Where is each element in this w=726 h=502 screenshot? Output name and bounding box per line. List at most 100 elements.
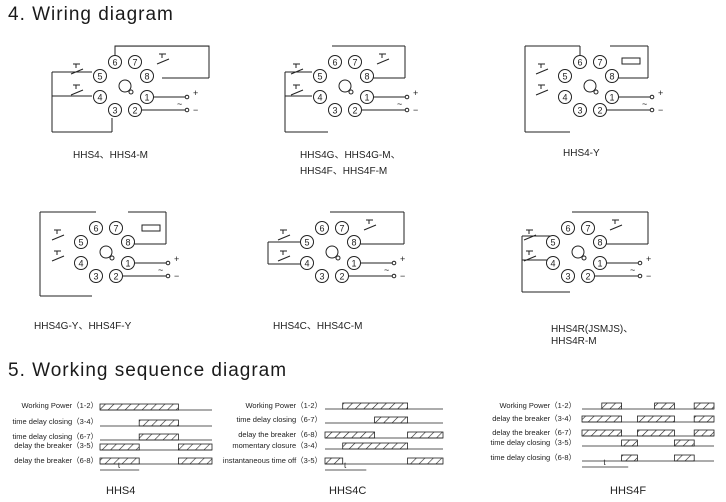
caption-hhs4r-line2: HHS4R-M: [551, 336, 597, 347]
supply-minus-symbol: −: [646, 271, 651, 281]
terminal-8-diagram-4: [121, 235, 135, 249]
terminal-3-diagram-1: [108, 103, 122, 117]
terminal-3-label: 3: [319, 272, 324, 282]
contact-4-icon-5: [277, 255, 291, 262]
relay-core-icon: [118, 79, 132, 93]
seq-3-row-4-bar: [621, 439, 638, 447]
seq-3-row-1-bar: [693, 402, 715, 410]
terminal-5-diagram-1: [93, 69, 107, 83]
supply-terminal-plus: [637, 260, 643, 266]
caption-hhs4g-line1: HHS4G、HHS4G-M、: [300, 150, 401, 161]
supply-terminal-minus: [165, 273, 171, 279]
seq-3-row-3-bar: [637, 429, 675, 437]
terminal-6-diagram-5: [315, 221, 329, 235]
terminal-1-label: 1: [609, 93, 614, 103]
terminal-7-diagram-1: [128, 55, 142, 69]
seq-2-row-4-bar: [342, 442, 409, 450]
relay-knob-icon: [581, 255, 587, 261]
terminal-2-label: 2: [585, 272, 590, 282]
contact-4-icon-3: [535, 89, 549, 96]
terminal-4-diagram-6: [546, 256, 560, 270]
terminal-8-label: 8: [609, 72, 614, 82]
terminal-5-label: 5: [550, 238, 555, 248]
supply-ac-symbol: ~: [177, 99, 182, 109]
terminal-4-diagram-4: [74, 256, 88, 270]
wiring-diagram-hhs4: [51, 45, 210, 133]
relay-core-icon: [325, 245, 339, 259]
caption-hhs4-y: HHS4-Y: [563, 148, 600, 159]
seq-3-row-3-bar: [693, 429, 715, 437]
terminal-3-diagram-6: [561, 269, 575, 283]
relay-knob-icon: [109, 255, 115, 261]
terminal-5-label: 5: [97, 72, 102, 82]
terminal-3-label: 3: [565, 272, 570, 282]
terminal-8-label: 8: [125, 238, 130, 248]
supply-plus-symbol: +: [646, 254, 651, 264]
terminal-4-label: 4: [97, 93, 102, 103]
terminal-2-label: 2: [597, 106, 602, 116]
terminal-2-label: 2: [132, 106, 137, 116]
caption-hhs4g-line2: HHS4F、HHS4F-M: [300, 166, 388, 177]
supply-minus-symbol: −: [174, 271, 179, 281]
terminal-4-label: 4: [304, 259, 309, 269]
seq-hhs4-row-5: delay the breaker（6-8）: [14, 456, 98, 465]
terminal-3-label: 3: [93, 272, 98, 282]
seq-1-row-1-bar: [99, 403, 179, 411]
supply-terminal-minus: [649, 107, 655, 113]
seq-3-row-2-bar: [637, 415, 675, 423]
wiring-diagram-hhs4c: [267, 211, 405, 265]
contact-5-icon-5: [277, 234, 291, 241]
terminal-4-diagram-3: [558, 90, 572, 104]
terminal-4-label: 4: [317, 93, 322, 103]
seq-hhs4f-row-5: time delay closing（6-8）: [490, 453, 576, 462]
contact-4-icon-2: [290, 89, 304, 96]
supply-plus-symbol: +: [413, 88, 418, 98]
relay-knob-icon: [128, 89, 134, 95]
terminal-8-label: 8: [597, 238, 602, 248]
seq-hhs4f-row-1: Working Power（1-2）: [499, 401, 576, 410]
terminal-1-label: 1: [364, 93, 369, 103]
seq-1-row-5-bar: [177, 457, 213, 465]
supply-plus-symbol: +: [193, 88, 198, 98]
supply-terminal-minus: [637, 273, 643, 279]
supply-ac-symbol: ~: [642, 99, 647, 109]
terminal-7-label: 7: [113, 224, 118, 234]
seq-3-row-4-bar: [674, 439, 695, 447]
seq-2-t-label: t: [344, 461, 347, 470]
contact-78-icon-6: [609, 224, 623, 231]
seq-hhs4c-row-3: delay the breaker（6-8）: [238, 430, 322, 439]
terminal-4-diagram-5: [300, 256, 314, 270]
caption-hhs4r-line1: HHS4R(JSMJS)、: [551, 324, 634, 335]
terminal-8-label: 8: [351, 238, 356, 248]
supply-plus-symbol: +: [400, 254, 405, 264]
terminal-5-diagram-6: [546, 235, 560, 249]
sequence-section-title: 5. Working sequence diagram: [8, 360, 288, 381]
terminal-1-label: 1: [597, 259, 602, 269]
terminal-7-label: 7: [597, 58, 602, 68]
terminal-6-label: 6: [332, 58, 337, 68]
terminal-8-diagram-1: [140, 69, 154, 83]
seq-3-row-5-bar: [674, 454, 695, 462]
contact-5-icon-1: [70, 68, 84, 75]
terminal-8-label: 8: [144, 72, 149, 82]
seq-3-row-2-bar: [581, 415, 622, 423]
seq-3-row-3-bar: [581, 429, 622, 437]
supply-terminal-minus: [391, 273, 397, 279]
terminal-8-diagram-2: [360, 69, 374, 83]
contact-5-icon-4: [51, 234, 65, 241]
supply-terminal-plus: [404, 94, 410, 100]
relay-core-icon: [583, 79, 597, 93]
seq-hhs4c-row-5: instantaneous time off（3-5）: [222, 456, 322, 465]
contact-5-icon-6: [523, 234, 537, 241]
terminal-3-diagram-3: [573, 103, 587, 117]
terminal-2-label: 2: [339, 272, 344, 282]
seq-hhs4-row-3: time delay closing（6-7）: [12, 432, 98, 441]
relay-core-icon: [99, 245, 113, 259]
seq-1-row-5-bar: [99, 457, 140, 465]
seq-hhs4-row-2: time delay closing（3-4）: [12, 417, 98, 426]
terminal-7-diagram-3: [593, 55, 607, 69]
seq-3-row-1-bar: [601, 402, 622, 410]
wiring-diagram-hhs4g-y: [39, 211, 167, 297]
seq-3-t-label: t: [603, 458, 606, 467]
